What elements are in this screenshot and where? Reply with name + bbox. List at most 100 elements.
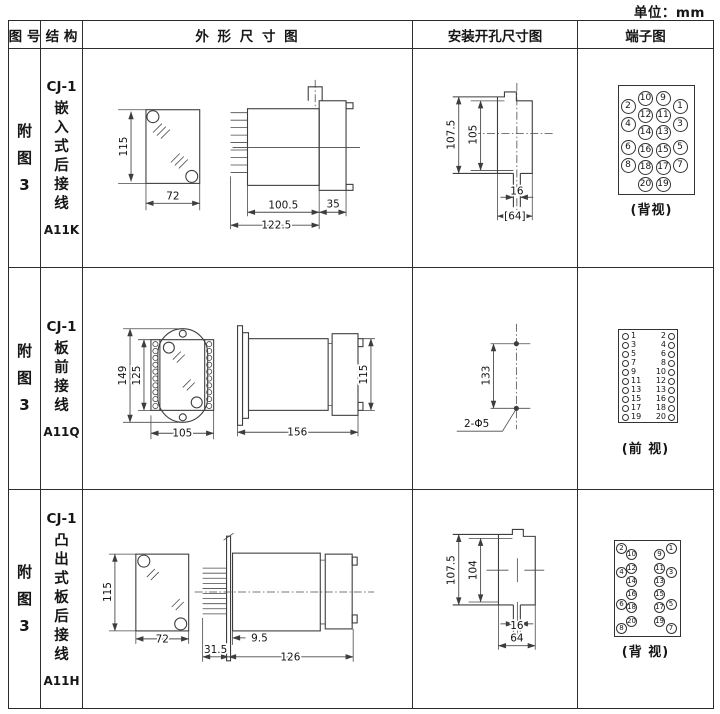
- terminal-circle: 6: [620, 140, 636, 155]
- terminal-circle: 11: [655, 107, 671, 123]
- structure-cell: CJ-1 嵌 入 式 后 接 线 A11K: [41, 49, 83, 268]
- dim-hole-span: 133: [481, 366, 493, 386]
- outline-cell-a11q: 149 125 105 115: [83, 268, 413, 490]
- mounting-drawing-a11k: 107.5 105 16 [64]: [444, 82, 555, 224]
- dim-front-w: 72: [156, 633, 169, 645]
- terminal-circle: 13: [655, 125, 671, 140]
- terminal-circle: 2: [616, 542, 627, 554]
- terminal-circle: [621, 341, 629, 349]
- terminal-number: 3: [631, 340, 637, 350]
- terminal-number: 15: [631, 394, 642, 404]
- terminal-circle: 9: [655, 90, 671, 106]
- terminal-circle: 5: [672, 140, 688, 155]
- terminal-circle: 18: [626, 602, 637, 613]
- dim-front-h: 115: [102, 582, 114, 602]
- dim-inner-h: 105: [468, 125, 480, 145]
- terminal-circle: 17: [654, 602, 665, 613]
- terminal-number: 17: [631, 403, 642, 413]
- terminal-number: 13: [655, 385, 666, 395]
- dim-plate-h: 149: [117, 366, 129, 386]
- terminal-circle: 16: [626, 588, 637, 600]
- mounting-cell-a11k: 107.5 105 16 [64]: [413, 49, 578, 268]
- terminal-circle: 10: [626, 548, 637, 560]
- terminal-circle: 10: [638, 90, 653, 106]
- dim-body-h: 125: [131, 366, 143, 386]
- front-view: 115 72: [100, 553, 190, 647]
- side-view: 115 156: [236, 325, 375, 440]
- terminal-circle: 8: [616, 622, 627, 634]
- terminal-circle: [621, 368, 629, 376]
- terminal-circle: 4: [620, 116, 636, 132]
- terminal-number: 11: [631, 376, 642, 386]
- terminal-circle: [667, 404, 675, 412]
- mounting-cell-a11q: 133 2-Φ5: [413, 268, 578, 490]
- terminal-circle: 5: [665, 598, 677, 610]
- structure-code: A11H: [43, 673, 80, 688]
- outline-drawing-a11k: 115 72 100.5 122.5: [116, 79, 360, 233]
- terminal-circle: 6: [616, 598, 627, 610]
- terminal-circle: [621, 350, 629, 358]
- structure-cell: CJ-1 板 前 接 线 A11Q: [41, 268, 83, 490]
- terminal-number: 12: [655, 376, 666, 386]
- terminal-number: 6: [660, 349, 666, 359]
- terminal-circle: 14: [638, 125, 653, 140]
- terminal-circle: [621, 386, 629, 394]
- terminal-number: 2: [660, 331, 666, 340]
- terminal-number: 20: [655, 412, 666, 422]
- terminal-circle: 19: [654, 615, 665, 627]
- structure-cell: CJ-1 凸 出 式 板 后 接 线 A11H: [41, 490, 83, 708]
- terminal-circle: [621, 359, 629, 367]
- terminal-circle: 3: [672, 116, 688, 132]
- terminal-circle: 16: [638, 142, 653, 158]
- dim-front-h: 115: [118, 137, 130, 157]
- outline-drawing-a11h: 115 72 9.5: [100, 532, 375, 665]
- fig-no-cell: 附 图 3: [9, 268, 41, 490]
- terminal-number: 1: [631, 331, 637, 340]
- terminal-circle: 15: [655, 142, 671, 158]
- dim-body-len: 100.5: [268, 199, 298, 211]
- fig-no-cell: 附 图 3: [9, 490, 41, 708]
- terminal-circle: [621, 404, 629, 412]
- dimension-table: 图 号 结 构 外 形 尺 寸 图 安装开孔尺寸图 端子图 附 图 3 CJ-1…: [8, 20, 714, 709]
- mounting-drawing-a11q: 133 2-Φ5: [456, 323, 531, 432]
- terminal-circle: [667, 386, 675, 394]
- dim-total-len: 122.5: [261, 220, 291, 232]
- terminal-view-label: (背视): [630, 203, 673, 218]
- side-view: 100.5 122.5 35: [230, 79, 360, 233]
- terminal-circle: 11: [654, 562, 665, 574]
- structure-code: A11Q: [43, 424, 80, 439]
- terminal-circle: [667, 359, 675, 367]
- dim-outer-h: 107.5: [446, 120, 458, 150]
- dim-outer-h: 107.5: [446, 555, 458, 585]
- terminal-circle: 20: [638, 176, 653, 192]
- fig-no: 附 图 3: [16, 342, 32, 414]
- terminal-circle: 13: [654, 575, 665, 587]
- terminal-view-label: (背 视): [621, 645, 670, 660]
- unit-label: 单位：mm: [633, 5, 705, 21]
- dim-front-w: 105: [172, 428, 192, 440]
- dim-side-len: 156: [287, 427, 307, 439]
- fig-no: 附 图 3: [16, 562, 32, 635]
- terminal-circle: [621, 377, 629, 385]
- dim-flange-t: 35: [326, 198, 339, 210]
- terminal-circle: 4: [616, 566, 627, 578]
- header-fig-no: 图 号: [9, 21, 41, 49]
- terminal-circle: 15: [654, 588, 665, 600]
- terminal-circle: [667, 341, 675, 349]
- terminal-circle: 8: [620, 158, 636, 173]
- dim-front-w: 72: [166, 190, 179, 202]
- outline-drawing-a11q: 149 125 105 115: [115, 325, 375, 441]
- dim-cut-w: [64]: [504, 211, 525, 223]
- front-view: 115 72: [116, 109, 201, 211]
- terminal-number: 7: [631, 358, 637, 368]
- terminal-circle: 3: [665, 566, 677, 578]
- terminal-number: 16: [655, 394, 666, 404]
- dim-slot-w: 16: [510, 185, 523, 197]
- terminal-circle: [621, 332, 629, 340]
- outline-cell-a11k: 115 72 100.5 122.5: [83, 49, 413, 268]
